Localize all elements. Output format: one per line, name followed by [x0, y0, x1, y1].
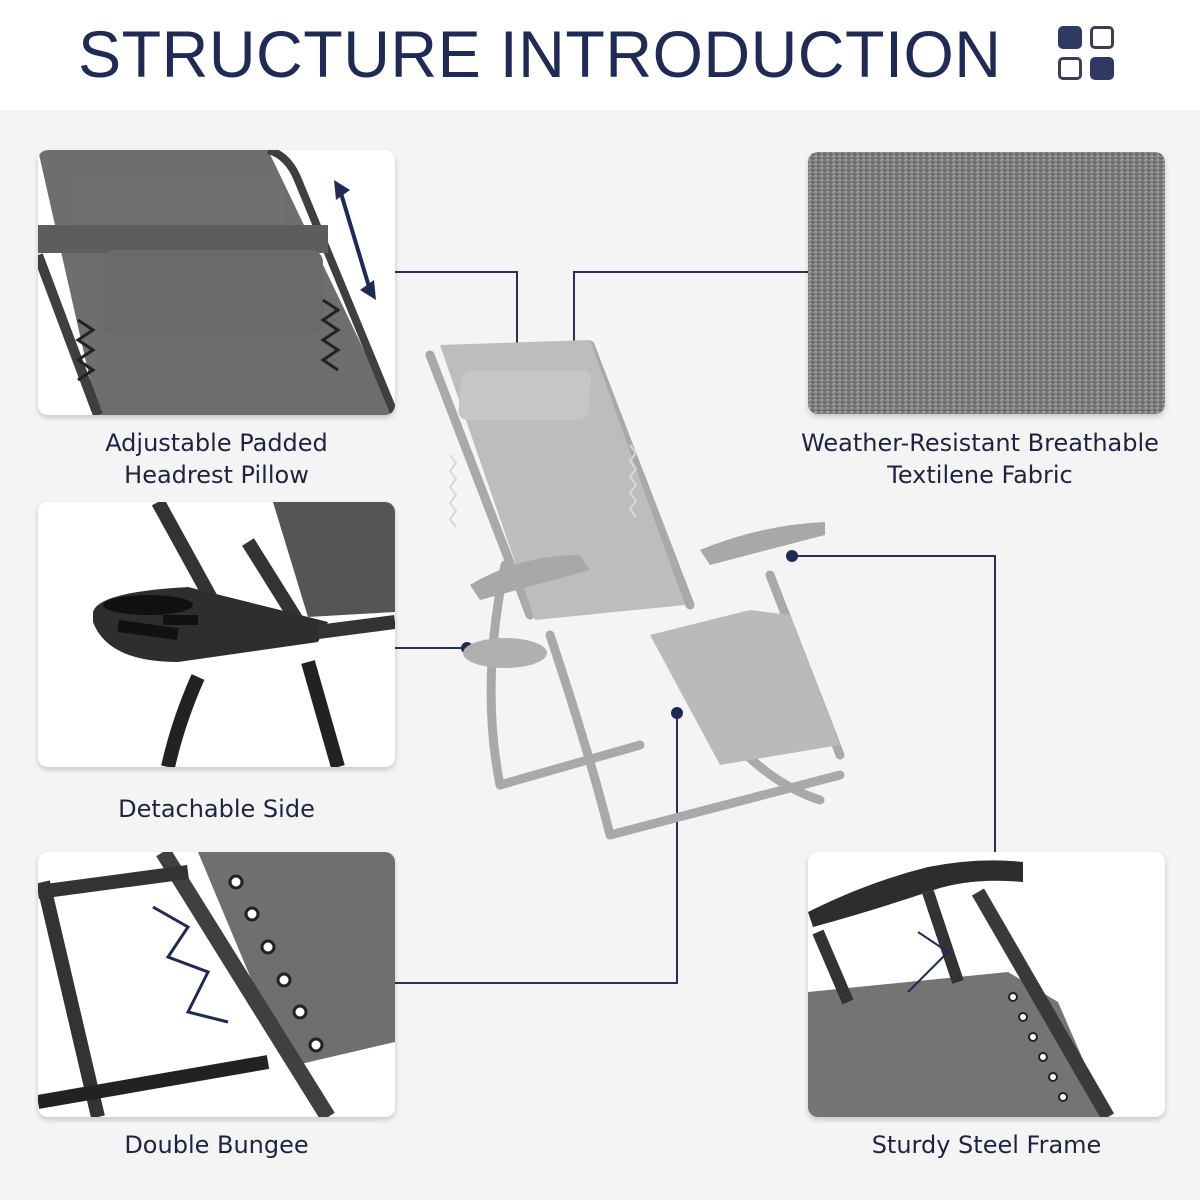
- frame-marker-dot: [786, 550, 798, 562]
- headrest-caption: Adjustable Padded Headrest Pillow: [105, 429, 328, 489]
- side-tray-caption: Detachable Side: [118, 795, 315, 823]
- fabric-caption: Weather-Resistant Breathable Textilene F…: [801, 429, 1159, 489]
- bungee-caption: Double Bungee: [124, 1131, 309, 1159]
- fabric-feature-card: [808, 152, 1165, 414]
- bungee-closeup-image: [38, 852, 395, 1117]
- bungee-feature-card: [38, 852, 395, 1117]
- header: STRUCTURE INTRODUCTION: [0, 0, 1200, 110]
- side-tray-feature-card: [38, 502, 395, 767]
- zero-gravity-chair-illustration: [425, 340, 845, 840]
- fabric-texture-image: [808, 152, 1165, 414]
- frame-closeup-image: [808, 852, 1165, 1117]
- frame-caption: Sturdy Steel Frame: [871, 1131, 1102, 1159]
- four-squares-icon: [1058, 26, 1116, 82]
- page-title: STRUCTURE INTRODUCTION: [78, 17, 1002, 91]
- side-tray-closeup-image: [38, 502, 395, 767]
- adjust-arrow-icon: [334, 180, 376, 300]
- bungee-marker-dot: [671, 707, 683, 719]
- frame-feature-card: [808, 852, 1165, 1117]
- spring-icon: [152, 905, 229, 1024]
- headrest-feature-card: [38, 150, 395, 415]
